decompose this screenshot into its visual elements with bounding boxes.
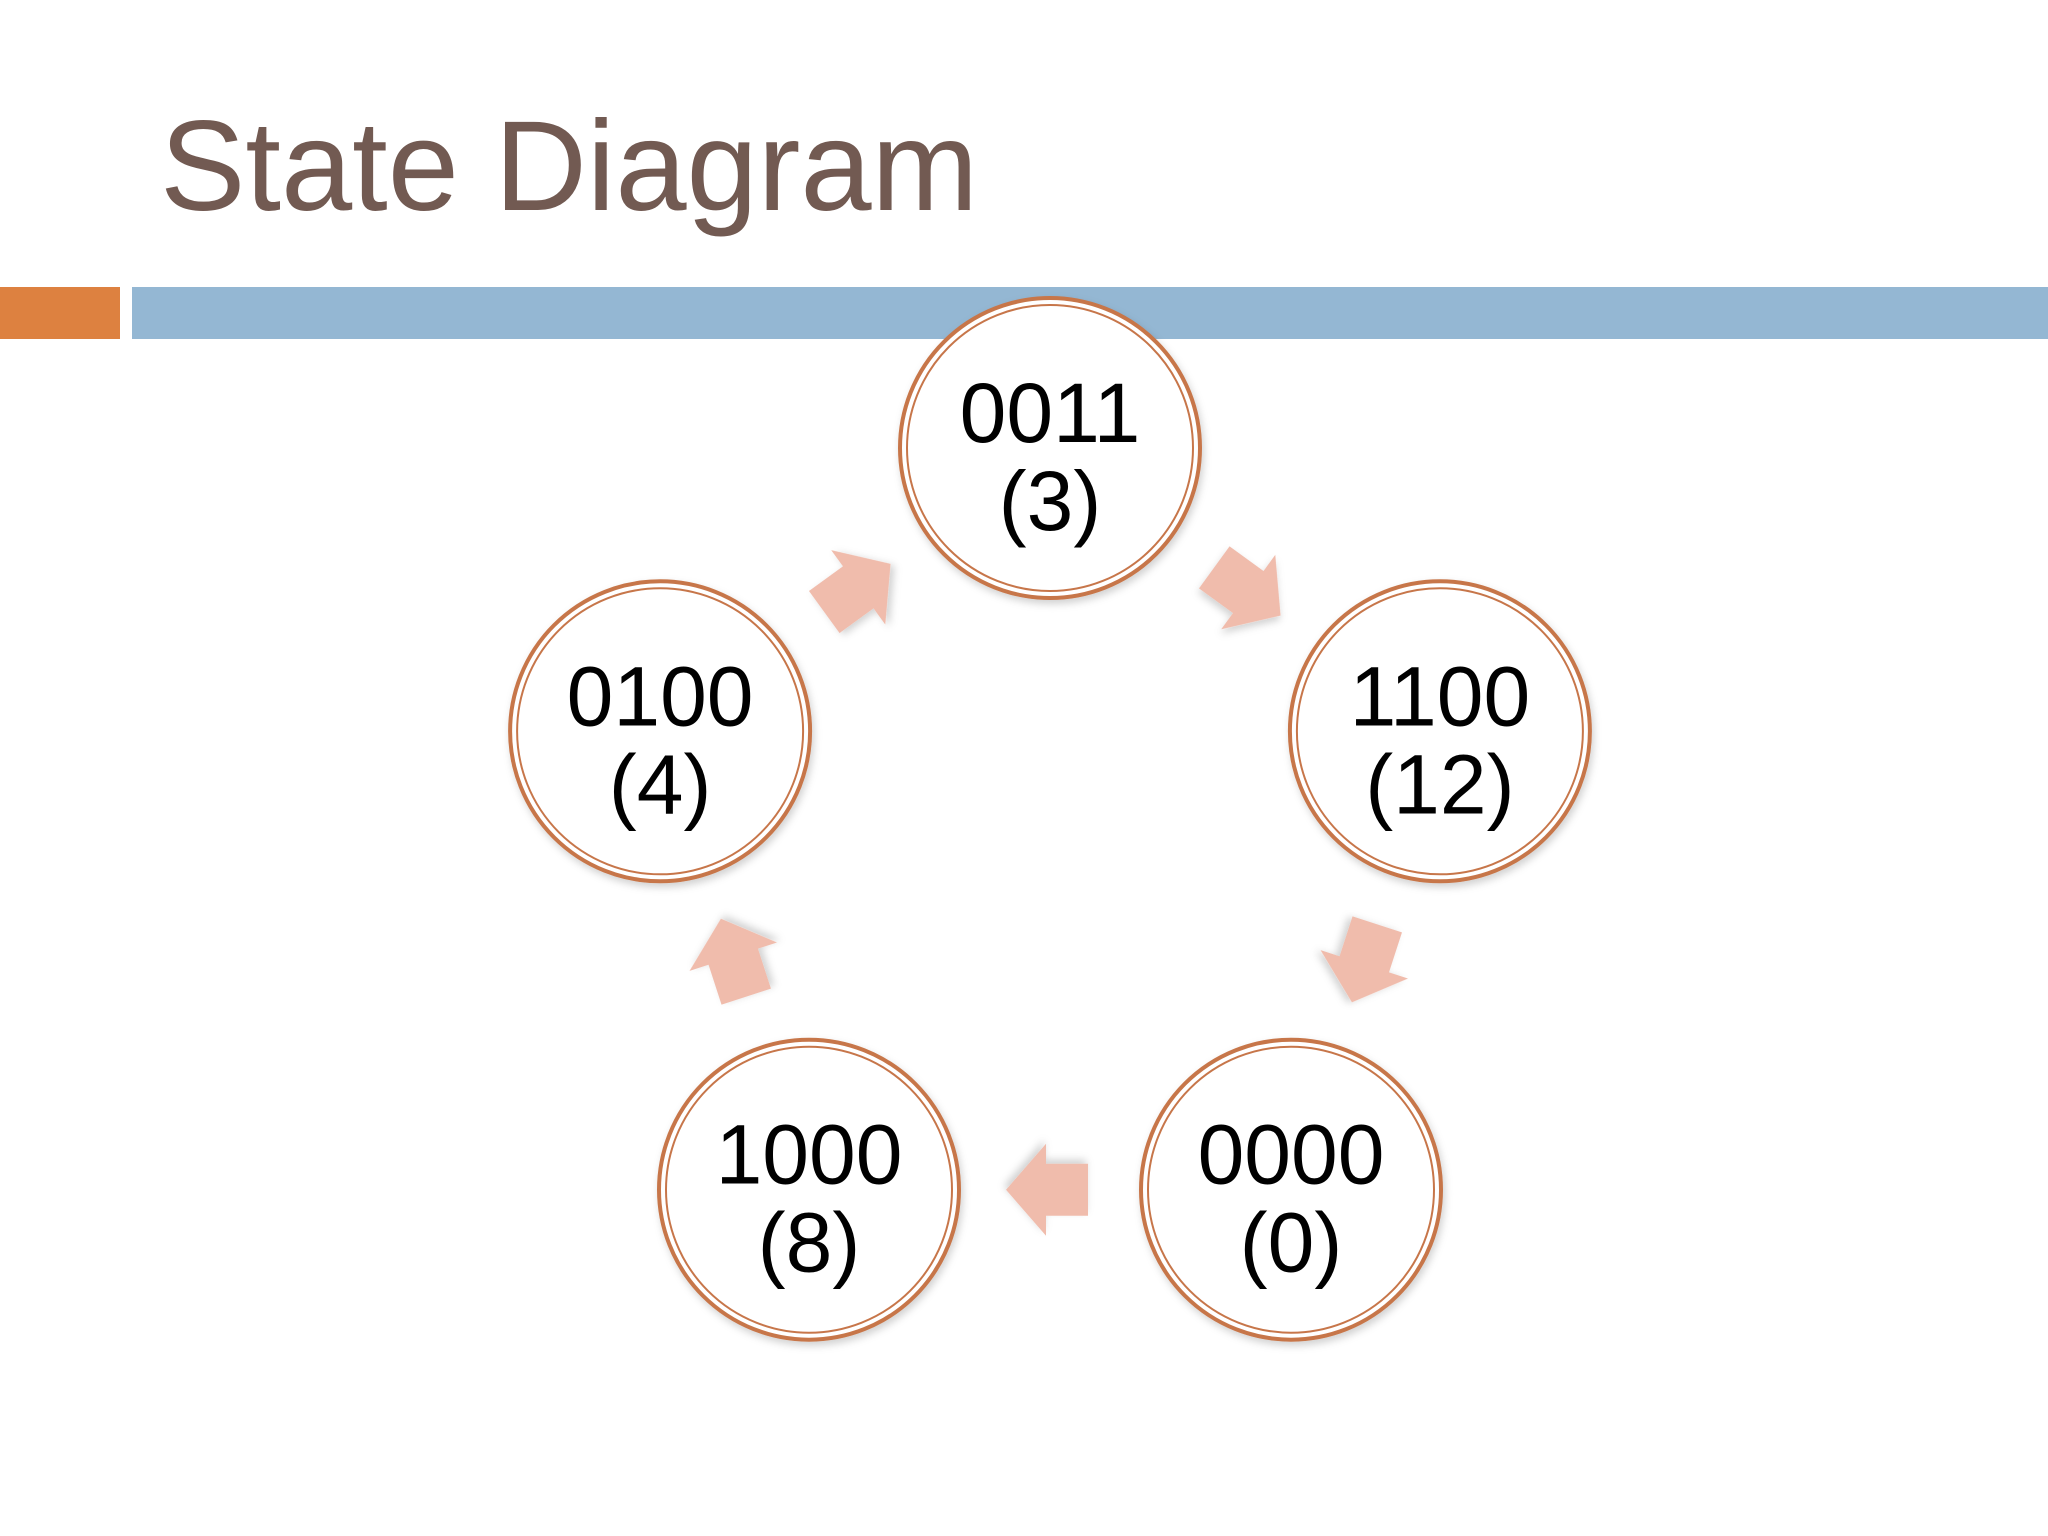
state-node-1000: 1000(8) <box>657 1037 961 1342</box>
state-node-0011: 0011(3) <box>898 296 1202 600</box>
arrow-shape <box>808 550 891 634</box>
state-binary-label: 1000 <box>716 1108 903 1202</box>
state-binary-label: 0100 <box>567 649 754 743</box>
transition-arrow-s12-s0 <box>1320 916 1409 1003</box>
state-circle-inner-ring <box>1295 587 1584 876</box>
arrow-shape <box>689 918 778 1005</box>
transition-arrows <box>689 546 1409 1236</box>
transition-arrow-s4-s3 <box>808 550 891 634</box>
state-circle <box>898 296 1202 600</box>
state-circle-inner-ring <box>1147 1045 1435 1334</box>
state-circle <box>1139 1037 1443 1342</box>
slide-title: State Diagram <box>160 95 979 238</box>
state-circle <box>1287 579 1592 884</box>
title-accent-bar-orange <box>0 287 120 339</box>
state-binary-label: 0000 <box>1198 1108 1385 1202</box>
state-circle-inner-ring <box>665 1045 953 1334</box>
transition-arrow-s0-s8 <box>1006 1143 1088 1236</box>
state-circle <box>657 1037 961 1342</box>
state-circle <box>508 579 813 884</box>
state-decimal-label: (0) <box>1240 1196 1343 1290</box>
state-decimal-label: (12) <box>1365 737 1514 831</box>
transition-arrow-s8-s4 <box>689 918 778 1005</box>
arrow-shape <box>1320 916 1409 1003</box>
state-binary-label: 1100 <box>1350 649 1531 743</box>
state-node-0100: 0100(4) <box>508 579 813 884</box>
state-node-1100: 1100(12) <box>1287 579 1592 884</box>
transition-arrow-s3-s12 <box>1198 546 1281 630</box>
state-binary-label: 0011 <box>960 366 1141 460</box>
state-decimal-label: (4) <box>609 737 712 831</box>
state-node-0000: 0000(0) <box>1139 1037 1443 1342</box>
state-circle-inner-ring <box>906 304 1194 592</box>
state-circle-inner-ring <box>516 587 805 876</box>
state-decimal-label: (3) <box>999 454 1102 548</box>
arrow-shape <box>1198 546 1281 630</box>
state-decimal-label: (8) <box>758 1196 861 1290</box>
arrow-shape <box>1006 1143 1088 1236</box>
state-nodes: 0011(3) 1100(12) 0000(0) 1000(8) 0100(4) <box>508 296 1592 1342</box>
